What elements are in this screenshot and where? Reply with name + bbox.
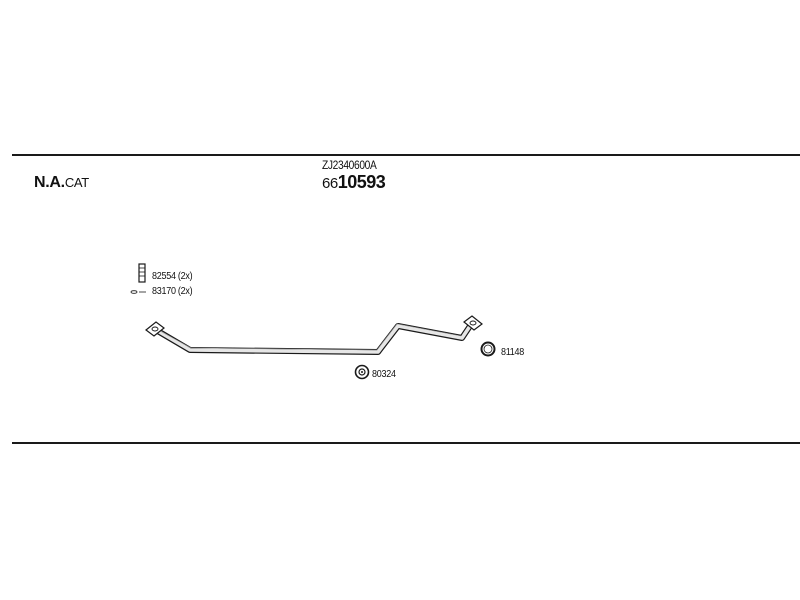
set-code-block: ZJ2340600A 6610593 [322, 158, 386, 193]
part-quantity: (2x) [177, 286, 193, 297]
catalyst-suffix: CAT [64, 175, 89, 190]
catalyst-label: N.A.CAT [34, 174, 89, 192]
set-number-main: 10593 [337, 172, 386, 192]
front-flange [145, 321, 165, 337]
set-number-prefix: 66 [322, 175, 338, 192]
rubber-mount-icon [354, 364, 370, 380]
bottom-divider [12, 442, 800, 444]
exhaust-pipe [153, 323, 473, 355]
kit-code: ZJ2340600A [322, 158, 377, 172]
bolt-icon [138, 263, 146, 283]
gasket-ring-icon [480, 341, 496, 357]
catalyst-prefix: N.A. [34, 174, 65, 191]
washer-icon [130, 290, 146, 294]
part-label-82554: 82554 (2x) [152, 271, 193, 282]
part-quantity: (2x) [177, 271, 193, 282]
part-number: 83170 [152, 286, 176, 297]
part-label-83170: 83170 (2x) [152, 286, 193, 297]
top-divider [12, 154, 800, 156]
rear-flange [463, 315, 483, 331]
part-number: 80324 [372, 369, 396, 380]
part-label-81148: 81148 [501, 347, 524, 358]
set-number: 6610593 [322, 172, 386, 193]
part-label-80324: 80324 [372, 369, 396, 380]
part-number: 81148 [501, 347, 525, 358]
part-number: 82554 [152, 271, 176, 282]
